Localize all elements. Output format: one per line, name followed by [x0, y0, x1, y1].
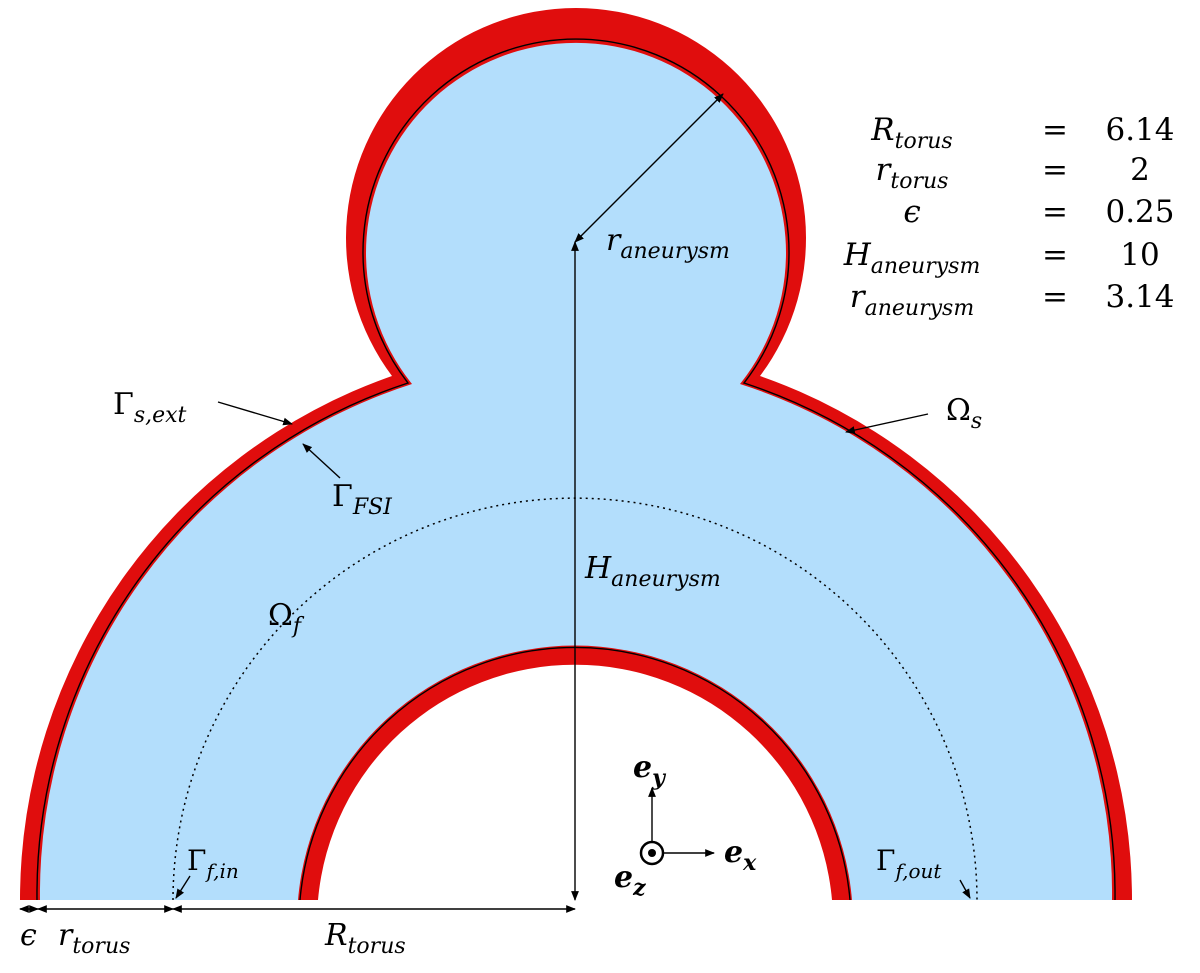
label-gamma-s-ext: Γs,ext — [113, 387, 187, 428]
label-gamma-fsi: ΓFSI — [332, 479, 393, 520]
param-value: 6.14 — [1105, 112, 1174, 148]
gamma-s-ext-pointer — [217, 401, 293, 426]
ez-axis-dot — [648, 849, 656, 857]
label-ex: ex — [724, 835, 757, 876]
label-gamma-f-in: Γf,in — [187, 844, 239, 883]
fluid-domain — [39, 42, 1113, 900]
param-symbol: Rtorus — [870, 112, 952, 154]
param-symbol: raneurysm — [850, 279, 974, 321]
gamma-fsi-pointer — [302, 443, 341, 479]
label-gamma-f-out: Γf,out — [876, 844, 942, 883]
label-ey: ey — [633, 750, 667, 791]
param-equals: = — [1042, 112, 1068, 148]
omega-s-pointer — [845, 413, 929, 434]
label-r-torus: rtorus — [58, 918, 130, 959]
gamma-f-in-pointer — [175, 875, 191, 899]
param-equals: = — [1042, 279, 1068, 315]
label-r-aneurysm: raneurysm — [606, 223, 730, 264]
param-equals: = — [1042, 237, 1068, 273]
label-h-aneurysm: Haneurysm — [584, 551, 721, 592]
r-aneurysm-arrow — [574, 93, 724, 243]
param-equals: = — [1042, 194, 1068, 230]
param-value: 3.14 — [1105, 279, 1174, 315]
label-R-torus: Rtorus — [324, 918, 406, 959]
label-omega-s: Ωs — [946, 393, 982, 434]
param-symbol: ϵ — [903, 194, 920, 230]
param-equals: = — [1042, 152, 1068, 188]
label-ez: ez — [614, 860, 646, 901]
gamma-f-out-pointer — [959, 879, 971, 899]
fsi-interface-outer — [36, 38, 1116, 901]
param-value: 0.25 — [1105, 194, 1174, 230]
param-symbol: Haneurysm — [843, 237, 981, 279]
param-symbol: rtorus — [876, 152, 949, 194]
label-epsilon: ϵ — [20, 918, 37, 953]
param-value: 2 — [1130, 152, 1150, 188]
param-value: 10 — [1120, 237, 1159, 273]
